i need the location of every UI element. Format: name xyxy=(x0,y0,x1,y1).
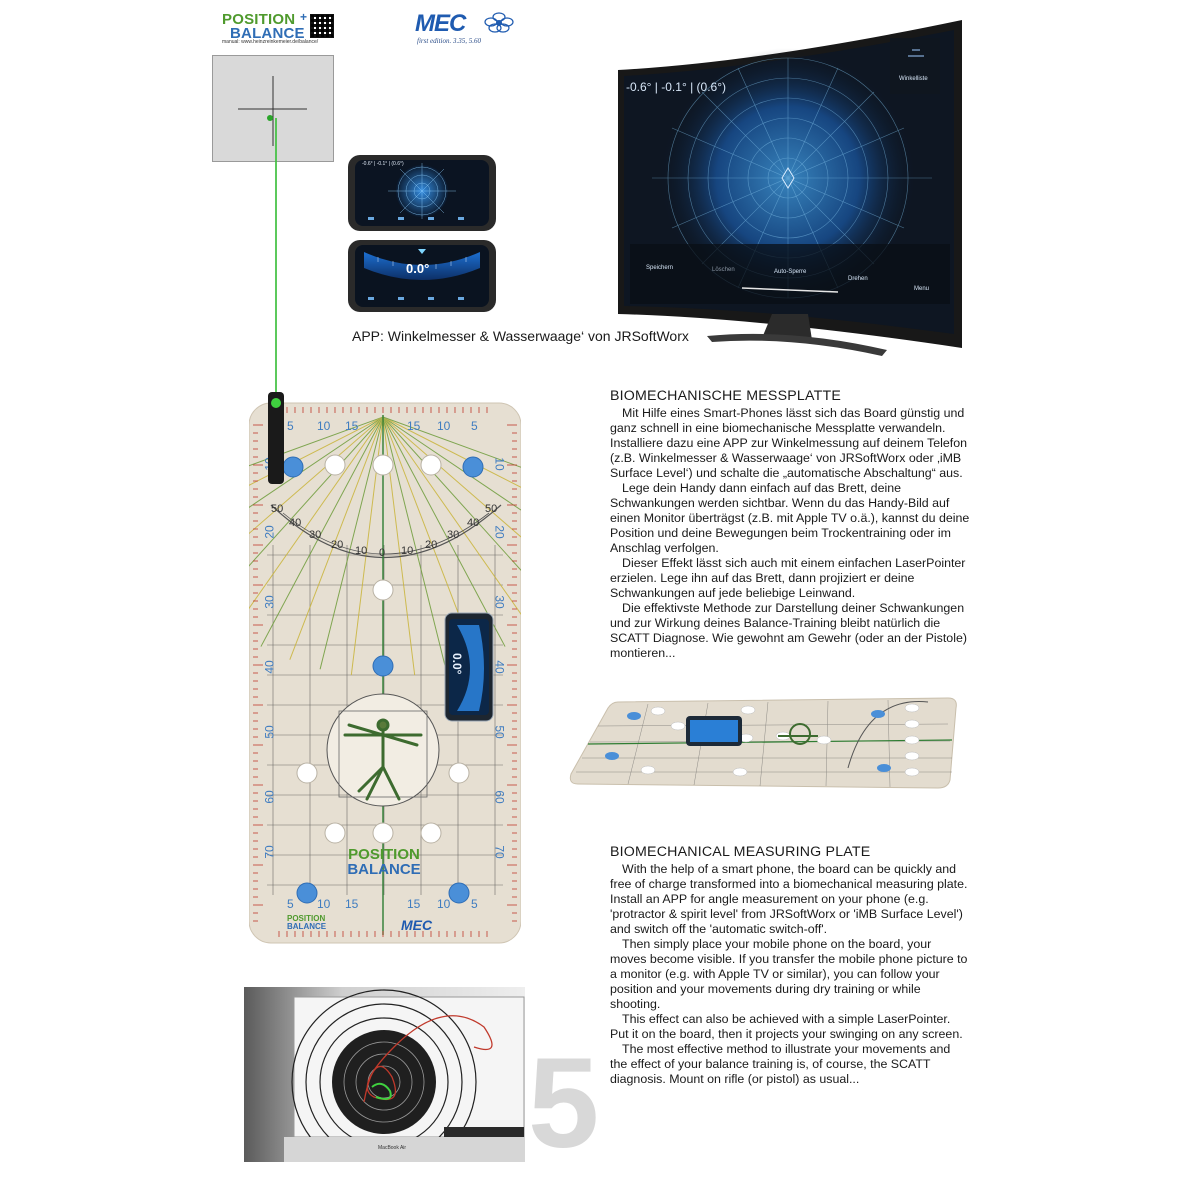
tv-btn-loeschen: Löschen xyxy=(712,267,735,273)
vitruvian-figure xyxy=(343,718,423,801)
curved-tv: -0.6° | -0.1° | (0.6°) Winkelliste Speic… xyxy=(612,18,962,358)
board-small-logo: POSITION BALANCE xyxy=(287,915,326,931)
phone-readout: -0.6° | -0.1° | (0.6°) xyxy=(362,161,404,167)
position-balance-logo: POSITION BALANCE + manual: www.heinzrein… xyxy=(222,10,334,47)
english-paragraph: The most effective method to illustrate … xyxy=(610,1042,951,1086)
board-scale-left-label: 60 xyxy=(262,790,277,804)
board-scale-left-label: 30 xyxy=(262,595,277,609)
board-protractor-label: 30 xyxy=(309,529,322,541)
board-protractor-label: 50 xyxy=(485,503,498,515)
board-protractor-label: 10 xyxy=(401,545,414,557)
laser-pointer xyxy=(268,392,284,484)
german-title: BIOMECHANISCHE MESSPLATTE xyxy=(610,388,841,404)
laptop-label: MacBook Air xyxy=(378,1145,407,1151)
board-scale-top-label: 10 xyxy=(317,419,331,433)
phone-level-value: 0.0° xyxy=(406,261,430,276)
board-scale-right-label: 70 xyxy=(492,845,507,859)
balance-board: 5 10 15 15 10 5 5 10 15 15 10 5 10 20 30 40 50 60 70 10 2… xyxy=(138,395,628,945)
board-mec-logo: MEC xyxy=(401,917,433,933)
phone-level-screen: 0.0° xyxy=(348,240,496,312)
board-protractor-label: 20 xyxy=(425,539,438,551)
crosshair-icon xyxy=(238,76,307,146)
logo-word-position: POSITION xyxy=(222,11,296,28)
board-protractor-label: 50 xyxy=(271,503,284,515)
board-protractor-label: 20 xyxy=(331,539,344,551)
qr-code-icon xyxy=(310,14,334,38)
english-paragraph: With the help of a smart phone, the boar… xyxy=(610,862,968,936)
english-paragraph: This effect can also be achieved with a … xyxy=(610,1012,963,1041)
board-scale-bottom-label: 5 xyxy=(287,897,294,911)
tv-winkelliste: Winkelliste xyxy=(899,76,928,82)
laser-projection-target xyxy=(212,55,334,162)
board-scale-left-label: 20 xyxy=(262,525,277,539)
board-brand: POSITION BALANCE xyxy=(341,847,427,877)
board-scale-right-label: 10 xyxy=(492,457,507,471)
board-protractor-label: 10 xyxy=(355,545,368,557)
english-text-block: BIOMECHANICAL MEASURING PLATE With the h… xyxy=(610,845,970,1087)
board-brand-balance: BALANCE xyxy=(347,861,421,878)
laptop-scatt-photo: MacBook Air xyxy=(244,987,525,1162)
board-scale-top-label: 5 xyxy=(287,419,294,433)
board-scale-right-label: 40 xyxy=(492,660,507,674)
board-small-logo-position: POSITION xyxy=(287,914,326,923)
app-caption: APP: Winkelmesser & Wasserwaage‘ von JRS… xyxy=(352,328,689,344)
phone-protractor-screen: -0.6° | -0.1° | (0.6°) xyxy=(348,155,496,231)
english-paragraph: Then simply place your mobile phone on t… xyxy=(610,937,968,1011)
board-brand-position: POSITION xyxy=(348,846,420,863)
mec-logo-text: MEC xyxy=(415,10,466,37)
board-protractor-label: 30 xyxy=(447,529,460,541)
page-number: 5 xyxy=(528,1032,600,1175)
board-scale-bottom-label: 15 xyxy=(345,897,359,911)
board-scale-right-label: 30 xyxy=(492,595,507,609)
board-scale-left-label: 50 xyxy=(262,725,277,739)
laser-dot-icon xyxy=(271,398,281,408)
tv-btn-drehen: Drehen xyxy=(848,276,868,282)
german-paragraph: Die effektivste Methode zur Darstellung … xyxy=(610,601,967,660)
protractor-arc xyxy=(270,504,502,558)
laser-beam xyxy=(275,118,277,398)
mec-tagline: first edition. 3.35, 5.60 xyxy=(417,37,481,45)
logo-plus: + xyxy=(300,10,308,24)
board-scale-right-label: 60 xyxy=(492,790,507,804)
board-scale-bottom-label: 10 xyxy=(437,897,451,911)
board-protractor-label: 0 xyxy=(379,547,386,559)
board-scale-left-label: 40 xyxy=(262,660,277,674)
flower-icon xyxy=(484,12,514,33)
logo-url: manual: www.heinzreinkemeier.de/balance/ xyxy=(222,39,319,45)
mec-logo: MEC first edition. 3.35, 5.60 xyxy=(415,10,525,50)
german-paragraph: Dieser Effekt lässt sich auch mit einem … xyxy=(610,556,966,600)
board-scale-left-label: 70 xyxy=(262,845,277,859)
tv-btn-menu: Menu xyxy=(914,286,930,292)
board-scale-top-label: 10 xyxy=(437,419,451,433)
german-paragraph: Lege dein Handy dann einfach auf das Bre… xyxy=(610,481,970,555)
german-paragraph: Mit Hilfe eines Smart-Phones lässt sich … xyxy=(610,406,968,480)
tv-btn-speichern: Speichern xyxy=(646,265,674,271)
board-perspective xyxy=(568,696,958,791)
board-protractor-label: 40 xyxy=(289,517,302,529)
board-scale-bottom-label: 15 xyxy=(407,897,421,911)
board-scale-right-label: 20 xyxy=(492,525,507,539)
board-phone-value: 0.0° xyxy=(450,653,464,675)
board-protractor-label: 40 xyxy=(467,517,480,529)
board-scale-bottom-label: 10 xyxy=(317,897,331,911)
board-scale-right-label: 50 xyxy=(492,725,507,739)
logo-word-balance: BALANCE xyxy=(230,25,305,42)
german-text-block: BIOMECHANISCHE MESSPLATTE Mit Hilfe eine… xyxy=(610,389,970,661)
board-scale-bottom-label: 5 xyxy=(471,897,478,911)
board-small-logo-balance: BALANCE xyxy=(287,922,327,931)
tv-readout: -0.6° | -0.1° | (0.6°) xyxy=(626,80,726,94)
tv-btn-auto-sperre: Auto-Sperre xyxy=(774,269,807,275)
board-scale-top-label: 5 xyxy=(471,419,478,433)
board-scale-top-label: 15 xyxy=(407,419,421,433)
english-title: BIOMECHANICAL MEASURING PLATE xyxy=(610,844,871,860)
board-scale-top-label: 15 xyxy=(345,419,359,433)
